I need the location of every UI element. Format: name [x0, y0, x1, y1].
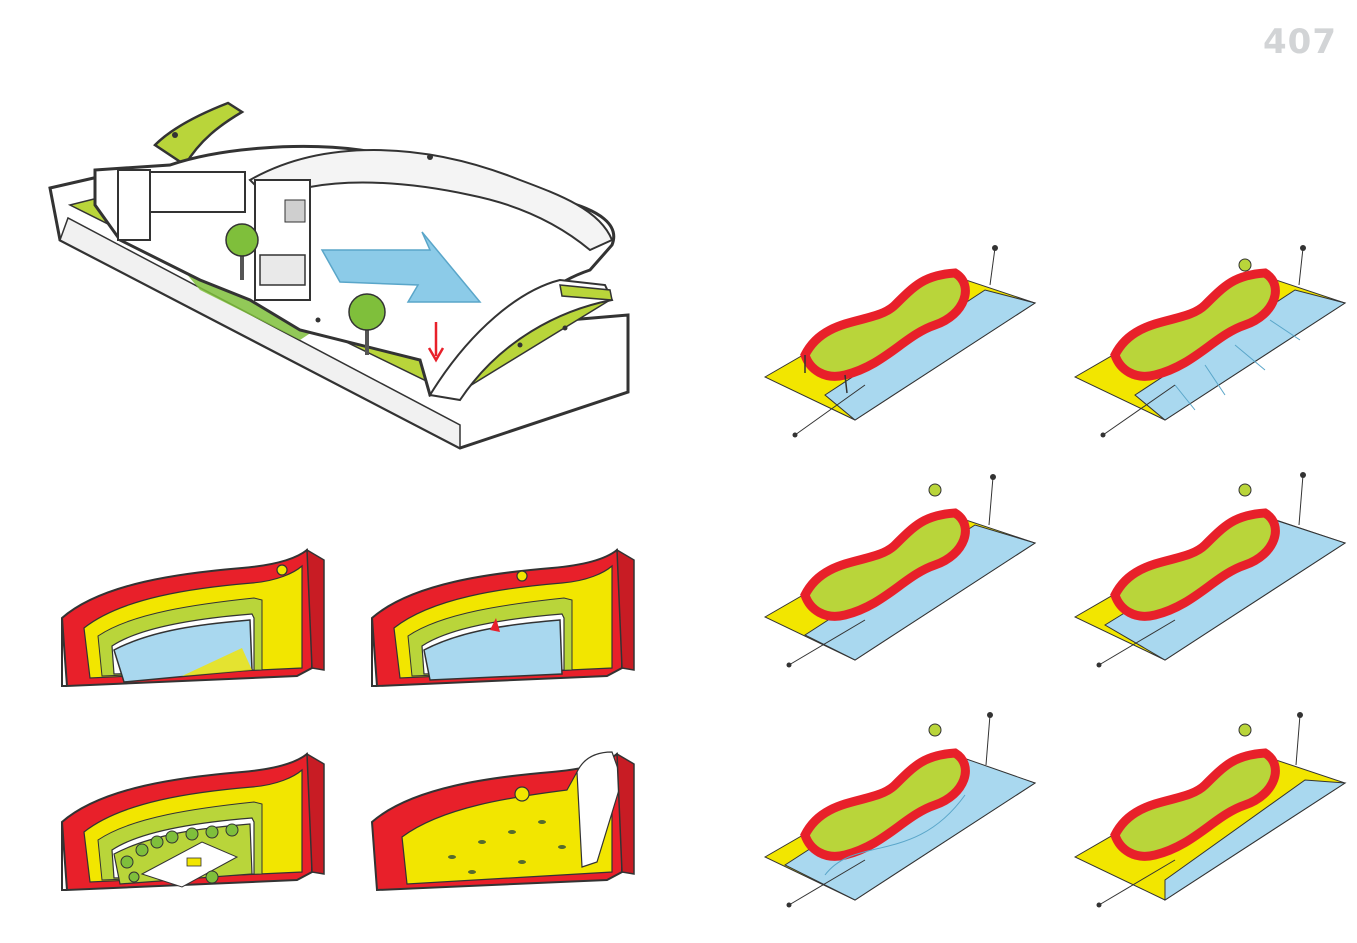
section-cut-water-2 — [372, 550, 634, 686]
section-cut-playground — [62, 754, 324, 890]
site-plan-5 — [765, 712, 1035, 908]
building-axonometric — [50, 103, 628, 448]
section-cut-water-1 — [62, 550, 324, 686]
site-plan-1 — [765, 245, 1035, 438]
site-plan-6 — [1075, 712, 1345, 908]
site-plan-2 — [1075, 245, 1345, 438]
site-plan-4 — [1075, 472, 1345, 668]
site-plan-3 — [765, 474, 1035, 668]
section-cut-meadow — [372, 752, 634, 890]
